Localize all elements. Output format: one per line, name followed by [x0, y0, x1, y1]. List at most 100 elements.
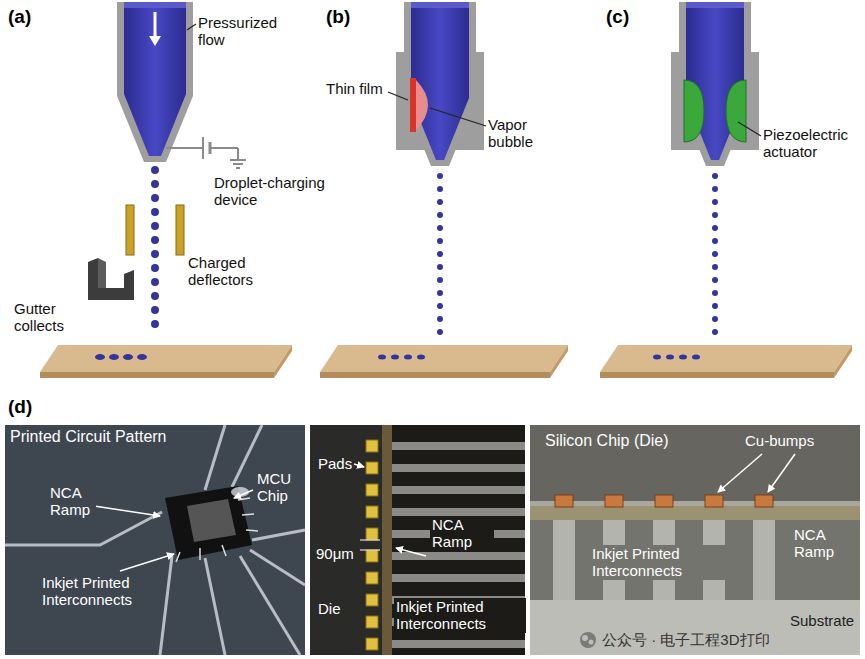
substrate-part [600, 345, 852, 372]
side-view-photo-part [553, 520, 775, 600]
callout-label: Piezoelectric actuator [763, 126, 859, 161]
circuit-photo-part-part [238, 498, 250, 500]
piezo-inkjet-nozzle-part [738, 122, 761, 136]
circuit-photo-part [234, 490, 253, 498]
die-pads-photo-part-part [366, 616, 378, 628]
piezo-inkjet-nozzle-part [726, 80, 746, 142]
die-pads-photo-part-part [366, 506, 378, 518]
circuit-photo-part-part [222, 545, 226, 556]
substrate-part [550, 345, 568, 378]
circuit-photo-part [187, 499, 236, 542]
side-view-photo-part [718, 454, 762, 492]
die-pads-photo-part [396, 548, 426, 556]
substrate-part [40, 372, 274, 378]
die-pads-photo-part-part [366, 440, 378, 452]
side-view-photo-part-part [555, 495, 573, 507]
callout-label: NCA Ramp [48, 484, 96, 519]
panel-letter: (a) [8, 6, 31, 28]
substrate-part [40, 345, 292, 372]
callout-label: NCA Ramp [430, 516, 494, 551]
substrate-part [653, 355, 661, 360]
die-pads-photo-part-part [366, 572, 378, 584]
side-view-photo-part [582, 635, 588, 641]
callout-label: Cu-bumps [745, 432, 814, 449]
substrate [600, 345, 852, 378]
callout-label: Inkjet Printed Interconnects [394, 598, 526, 633]
piezo-inkjet-nozzle [671, 2, 761, 166]
side-view-photo-part [530, 506, 860, 520]
continuous-inkjet-nozzle-part [124, 2, 186, 8]
circuit-photo-part-part [242, 514, 254, 515]
side-view-photo-part [530, 425, 860, 655]
die-pads-photo-part-part [366, 462, 378, 474]
callout-label: Inkjet Printed Interconnects [40, 574, 156, 609]
circuit-photo-part-part [240, 556, 300, 655]
callout-label: Charged deflectors [188, 254, 278, 289]
die-pads-photo-part-part [392, 640, 525, 648]
substrate-part [137, 354, 147, 360]
charging-circuit-part [233, 163, 243, 165]
charging-circuit-part [236, 167, 240, 169]
side-view-photo-part-part [753, 520, 775, 600]
callout-label: NCA Ramp [792, 526, 851, 561]
circuit-photo-part-part [205, 425, 225, 490]
continuous-inkjet-nozzle-part [149, 36, 161, 46]
substrate-part [95, 354, 105, 360]
side-view-photo-part [530, 425, 860, 501]
gutter-part [88, 258, 134, 300]
panel-letter: (d) [8, 396, 32, 418]
thermal-inkjet-nozzle-part [430, 108, 486, 126]
side-view-photo-part-part [553, 520, 575, 600]
side-view-photo [530, 425, 860, 655]
gutter [88, 258, 134, 300]
thermal-inkjet-nozzle-part [410, 78, 416, 132]
substrate [320, 345, 568, 378]
circuit-photo-part [5, 425, 305, 655]
side-view-photo-part-part [755, 495, 773, 507]
piezo-inkjet-nozzle-part [684, 80, 704, 142]
charging-circuit-part [230, 159, 246, 161]
charged-deflectors-part [126, 205, 134, 255]
substrate-part [600, 372, 834, 378]
side-view-photo-part [555, 495, 773, 507]
substrate-part [320, 345, 568, 372]
panel-letter: (c) [606, 6, 629, 28]
thermal-inkjet-nozzle-part [411, 2, 469, 160]
callout-label: Pads [318, 455, 352, 472]
panel-letter: (b) [326, 6, 350, 28]
die-pads-photo-part [360, 540, 380, 541]
callout-label: Gutter collects [14, 300, 86, 335]
callout-label: Thin film [326, 80, 386, 97]
circuit-photo-part [94, 506, 160, 516]
droplet-stream [715, 176, 716, 338]
substrate-part [274, 345, 292, 378]
callout-label: Vapor bubble [488, 116, 568, 151]
callout-label: Droplet-charging device [214, 174, 336, 209]
die-pads-photo-part-part [392, 552, 525, 560]
die-pads-photo-part [354, 464, 364, 467]
circuit-photo-part-part [176, 552, 180, 562]
callout-label: Die [318, 600, 341, 617]
die-pads-photo-part [310, 425, 382, 655]
callout-label: MCU Chip [255, 470, 305, 505]
side-view-photo-part [530, 600, 860, 655]
substrate-part [404, 355, 412, 360]
thermal-inkjet-nozzle-part [404, 2, 476, 166]
side-view-photo-part [768, 454, 795, 492]
photo-caption: Printed Circuit Pattern [10, 428, 167, 446]
die-pads-photo-part [382, 425, 392, 655]
die-pads-photo-part [360, 550, 380, 551]
side-view-photo-part-part [655, 495, 673, 507]
charging-circuit-part [166, 147, 203, 149]
charging-circuit-part [202, 137, 204, 159]
callout-label: Substrate [790, 612, 854, 629]
continuous-inkjet-nozzle-part [154, 12, 157, 37]
side-view-photo-part [530, 501, 860, 506]
continuous-inkjet-nozzle-part [187, 24, 196, 30]
substrate-part [679, 355, 687, 360]
substrate-part [391, 355, 399, 360]
continuous-inkjet-nozzle [117, 2, 196, 162]
circuit-photo-part [176, 498, 258, 562]
circuit-photo-part [165, 486, 252, 560]
side-view-photo-part [580, 632, 596, 648]
